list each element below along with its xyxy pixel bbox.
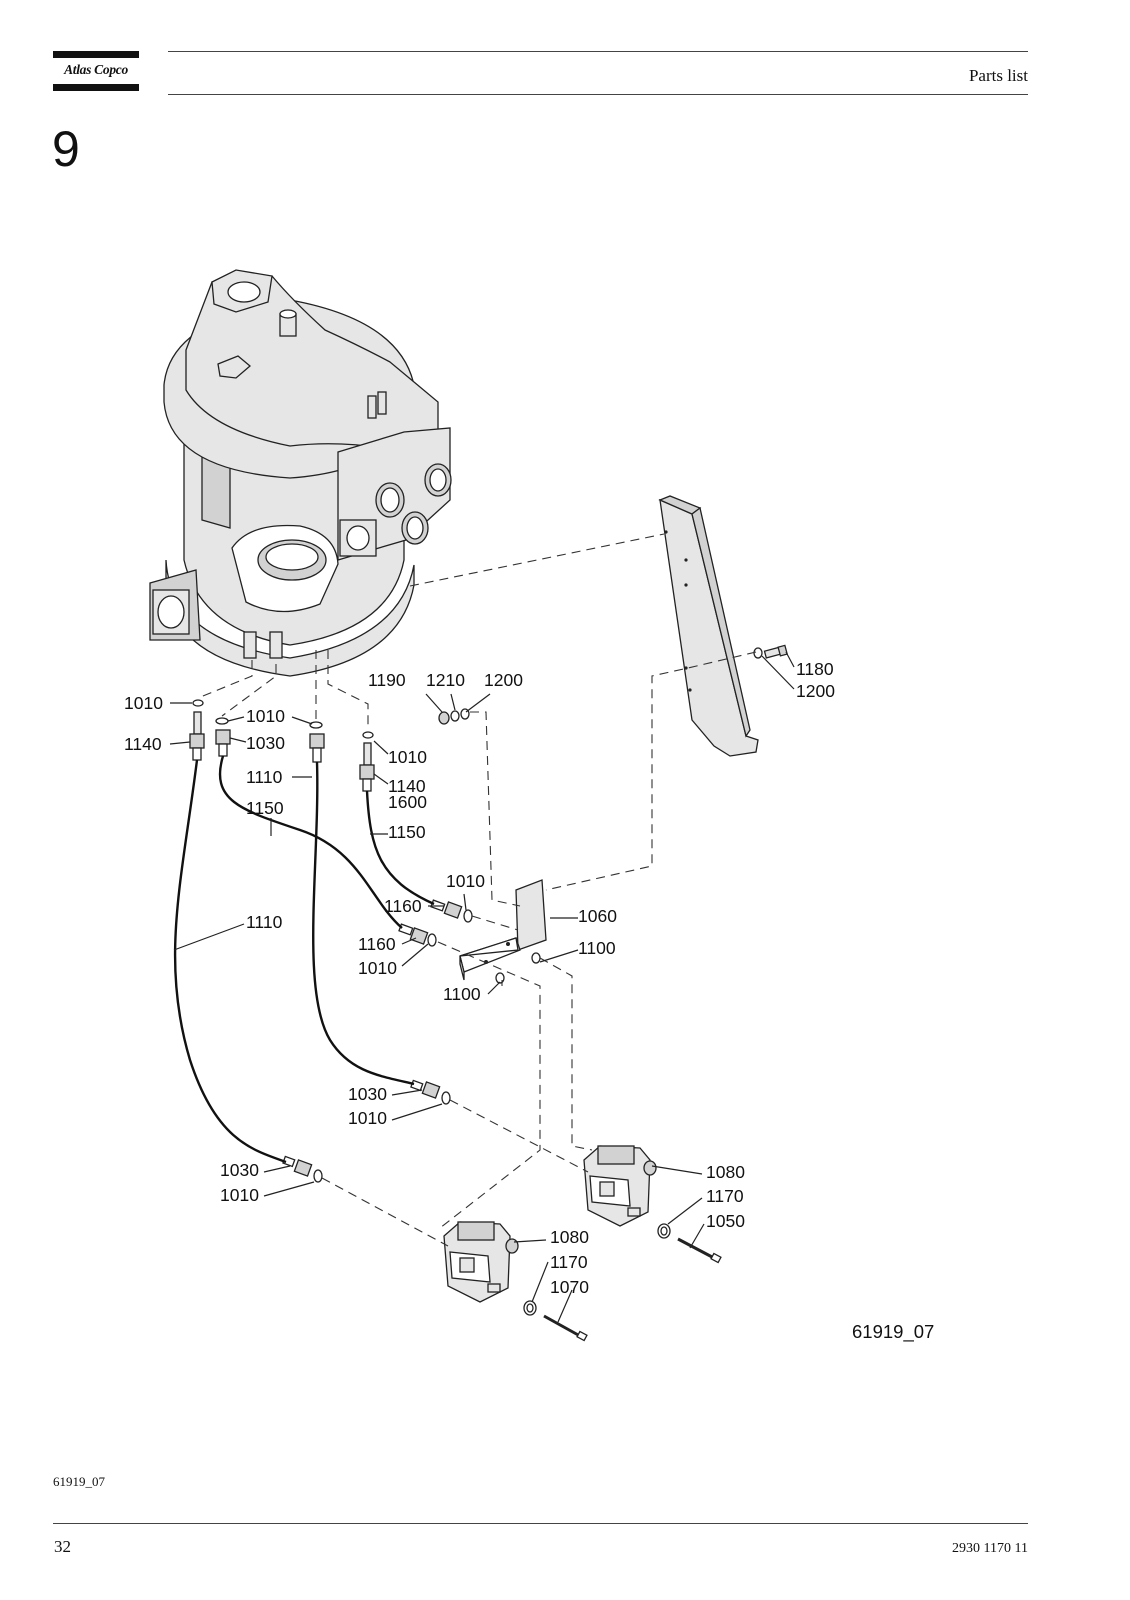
page-number: 32 <box>54 1537 71 1556</box>
callout-1030: 1030 <box>246 733 285 753</box>
callout-1030: 1030 <box>220 1160 259 1180</box>
callout-1160: 1160 <box>384 896 422 916</box>
logo-bar-bottom <box>53 84 139 91</box>
pipe-1070 <box>543 1314 581 1338</box>
callout-1010: 1010 <box>220 1185 259 1205</box>
mounting-plate-1060 <box>459 879 547 981</box>
fittings-lower <box>282 1079 451 1183</box>
callout-1160: 1160 <box>358 934 396 954</box>
pipe-1070-end <box>576 1330 588 1342</box>
callout-1190: 1190 <box>368 670 406 690</box>
callout-1080: 1080 <box>550 1227 589 1247</box>
support-bracket <box>658 495 759 757</box>
drain-valve-1080-upper <box>583 1145 657 1227</box>
callout-1010: 1010 <box>348 1108 387 1128</box>
section-number: 9 <box>52 121 80 177</box>
callout-1010: 1010 <box>124 693 163 713</box>
callouts: 1010 1140 1010 1030 1110 1150 1190 1210 … <box>124 659 934 1343</box>
callout-1170: 1170 <box>706 1186 744 1206</box>
header-rule-bottom <box>168 94 1028 95</box>
callout-1150: 1150 <box>246 798 284 818</box>
footer-rule <box>53 1523 1028 1524</box>
callout-1060: 1060 <box>578 906 617 926</box>
drain-valve-1080-lower <box>443 1221 519 1303</box>
assembly-lines <box>197 533 757 1247</box>
callout-1100: 1100 <box>443 984 481 1004</box>
pipe-1050 <box>677 1237 715 1260</box>
o-ring-1170-lower-inner <box>526 1303 534 1313</box>
callout-1600: 1600 <box>388 792 427 812</box>
fittings-top <box>189 699 470 792</box>
callout-1030: 1030 <box>348 1084 387 1104</box>
o-ring-1170-upper-inner <box>660 1226 668 1236</box>
callout-1100: 1100 <box>578 938 616 958</box>
callout-1110: 1110 <box>246 912 283 932</box>
callout-1010: 1010 <box>246 706 285 726</box>
callout-1210: 1210 <box>426 670 465 690</box>
fittings-middle <box>398 899 541 984</box>
section-label: Parts list <box>968 66 1028 85</box>
callout-1140: 1140 <box>388 776 426 796</box>
callout-1140: 1140 <box>124 734 162 754</box>
callout-1110: 1110 <box>246 767 283 787</box>
callout-1010: 1010 <box>388 747 427 767</box>
bolt-1180 <box>753 644 788 659</box>
callout-1050: 1050 <box>706 1211 745 1231</box>
pipe-1050-end <box>710 1252 722 1264</box>
brand-logo: Atlas Copco <box>64 62 128 77</box>
document-number: 2930 1170 11 <box>952 1541 1028 1556</box>
callout-1180: 1180 <box>796 659 834 679</box>
separator-housing <box>149 269 452 677</box>
logo-bar-top <box>53 51 139 58</box>
callout-1010: 1010 <box>446 871 485 891</box>
header-rule-top <box>168 51 1028 52</box>
callout-1170: 1170 <box>550 1252 588 1272</box>
callout-1200: 1200 <box>796 681 835 701</box>
callout-1200: 1200 <box>484 670 523 690</box>
figure-id-label: 61919_07 <box>852 1321 934 1343</box>
callout-1070: 1070 <box>550 1277 589 1297</box>
hoses <box>173 755 435 1164</box>
callout-1080: 1080 <box>706 1162 745 1182</box>
leader-lines <box>169 651 795 1323</box>
callout-1150: 1150 <box>388 822 426 842</box>
figure-reference: 61919_07 <box>53 1474 105 1489</box>
callout-1010: 1010 <box>358 958 397 978</box>
